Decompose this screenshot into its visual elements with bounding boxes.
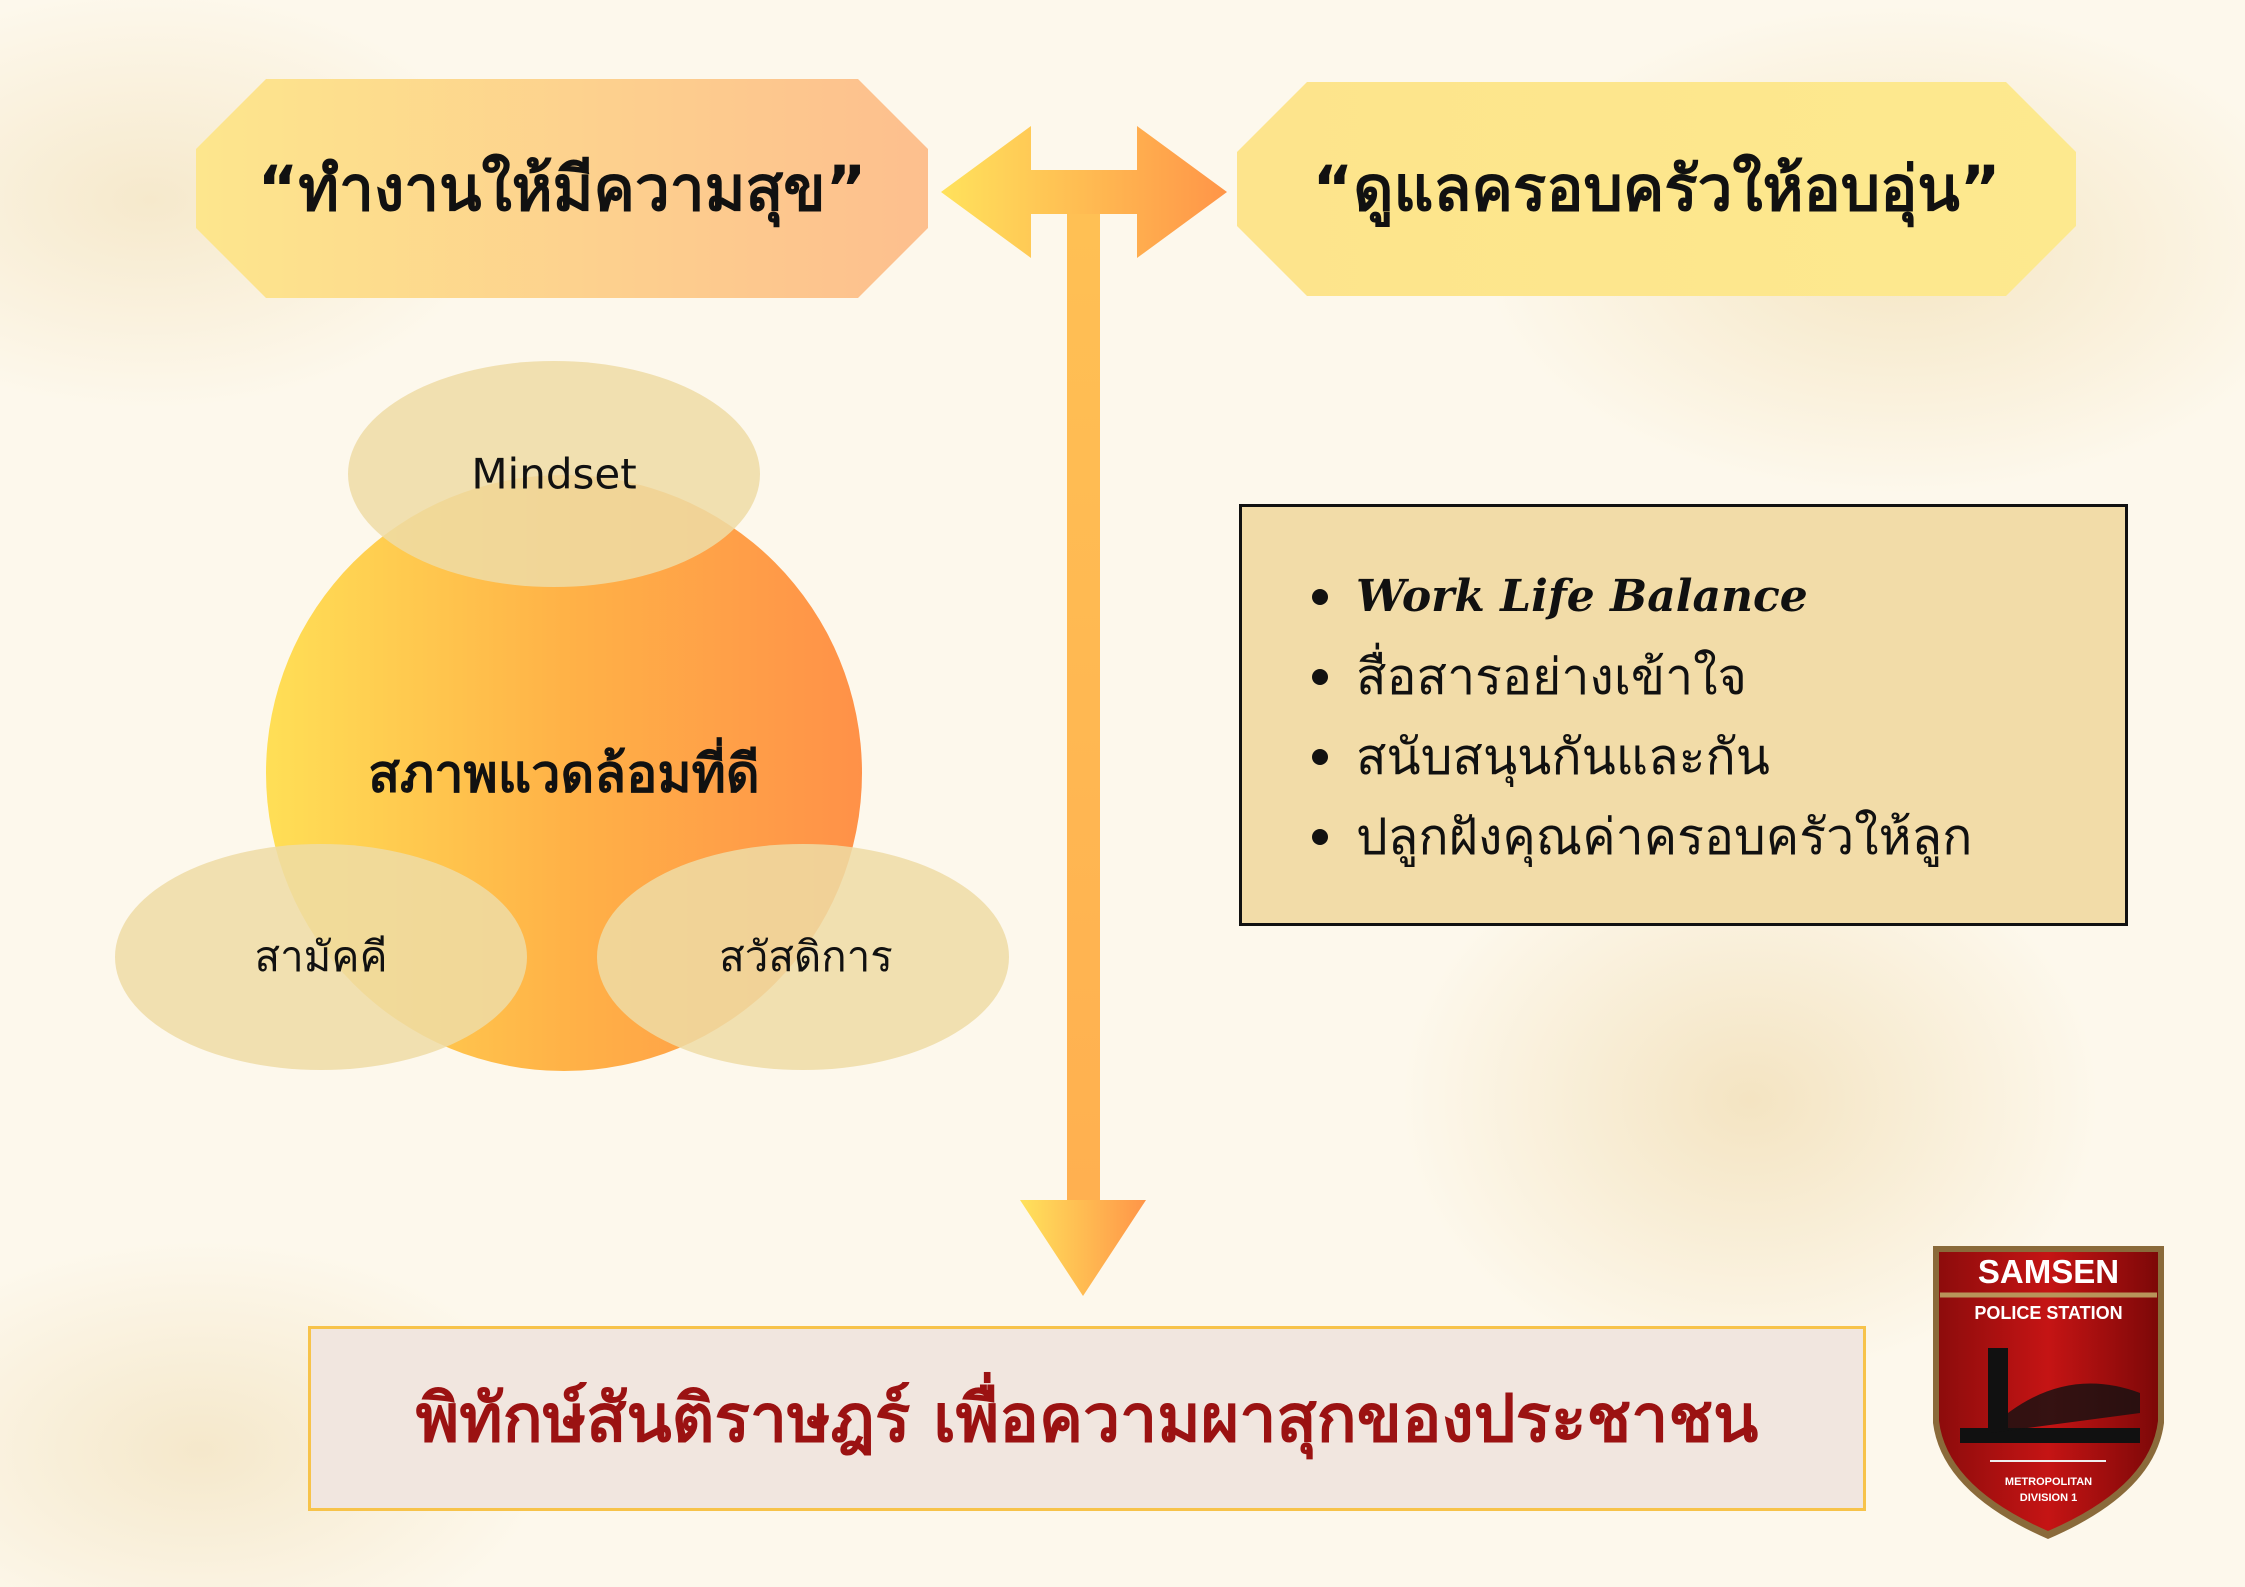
badge-subtitle: POLICE STATION bbox=[1974, 1303, 2123, 1323]
values-box: Work Life Balance สื่อสารอย่างเข้าใจ สนั… bbox=[1239, 504, 2128, 926]
vertical-arrow-head bbox=[1020, 1200, 1146, 1296]
list-item: สื่อสารอย่างเข้าใจ bbox=[1312, 637, 1972, 717]
mindset-ellipse bbox=[348, 361, 760, 587]
left-banner-shape bbox=[196, 79, 928, 298]
unity-label: สามัคคี bbox=[254, 932, 388, 981]
left-banner: “ทำงานให้มีความสุข” bbox=[257, 151, 867, 225]
unity-ellipse bbox=[115, 844, 527, 1070]
shield-icon bbox=[1933, 1246, 2164, 1539]
list-item: Work Life Balance bbox=[1312, 557, 1972, 637]
center-label: สภาพแวดล้อมที่ดี bbox=[368, 744, 760, 805]
right-banner: “ดูแลครอบครัวให้อบอุ่น” bbox=[1312, 152, 2001, 225]
mindset-label: Mindset bbox=[471, 449, 637, 499]
badge-line1: METROPOLITAN bbox=[2004, 1476, 2093, 1488]
list-item: ปลูกฝังคุณค่าครอบครัวให้ลูก bbox=[1312, 797, 1972, 877]
motto-banner: พิทักษ์สันติราษฎร์ เพื่อความผาสุกของประช… bbox=[308, 1326, 1866, 1511]
right-banner-shape bbox=[1237, 82, 2076, 296]
badge-line2: DIVISION 1 bbox=[2019, 1492, 2078, 1504]
double-arrow bbox=[941, 126, 1227, 258]
police-station-badge: SAMSEN POLICE STATION METROPOLITAN DIVIS… bbox=[1930, 1243, 2167, 1541]
list-item: สนับสนุนกันและกัน bbox=[1312, 717, 1972, 797]
welfare-label: สวัสดิการ bbox=[719, 932, 893, 981]
badge-title: SAMSEN bbox=[1977, 1253, 2120, 1290]
vertical-arrow-shaft bbox=[1067, 214, 1100, 1204]
values-list: Work Life Balance สื่อสารอย่างเข้าใจ สนั… bbox=[1312, 557, 1972, 877]
welfare-ellipse bbox=[597, 844, 1009, 1070]
